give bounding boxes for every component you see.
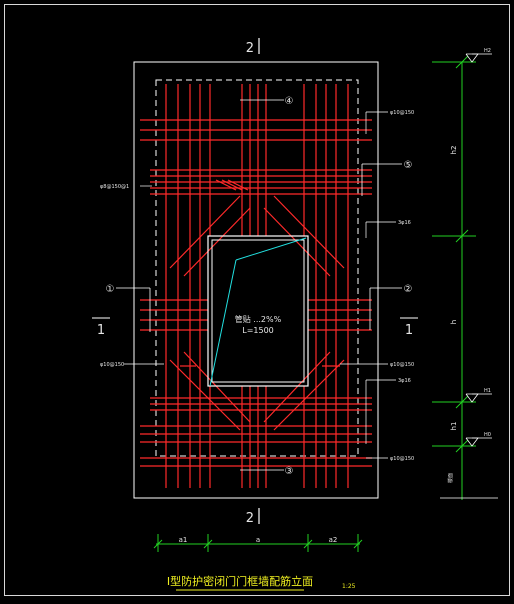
elevation-label-3: H0 <box>484 432 491 438</box>
rebar-label-left-lower: φ10@150 <box>100 362 124 368</box>
dim-horizontal-right: a2 <box>329 536 338 544</box>
drawing-scale: 1:25 <box>342 583 356 590</box>
callout-2: ② <box>404 284 413 295</box>
opening-label-1: 管贴 ...2%% <box>235 314 282 324</box>
dim-horizontal-left: a1 <box>179 536 188 544</box>
door-opening-inner <box>211 239 305 383</box>
dim-horizontal-mid: a <box>256 536 260 544</box>
elevation-label-1: H2 <box>484 48 491 54</box>
section-mark-top: 2 <box>246 41 254 56</box>
rebar-label-mid-right: 3φ16 <box>398 220 411 226</box>
horizontal-dimension-chain <box>153 534 363 552</box>
callout-4: ④ <box>285 96 294 107</box>
rebar-label-right-lower-b: 3φ16 <box>398 378 411 384</box>
dim-vertical-bottom: h1 <box>450 422 458 431</box>
rebar-label-top-right: φ10@150 <box>390 110 414 116</box>
opening-diagonals <box>209 237 307 387</box>
rebar-label-leaders <box>124 111 396 459</box>
rebar-grid <box>140 84 372 488</box>
door-opening <box>207 235 309 387</box>
wall-outline <box>133 61 379 499</box>
section-mark-right: 1 <box>405 323 413 338</box>
section-mark-bottom-group: 2 <box>246 508 260 526</box>
vertical-dimension-chain <box>432 55 476 500</box>
section-mark-left: 1 <box>97 323 105 338</box>
elevation-label-2: H1 <box>484 388 491 394</box>
callout-1: ① <box>106 284 115 295</box>
elevation-markers <box>465 53 492 447</box>
callout-3: ③ <box>285 466 294 477</box>
dim-vertical-top: h2 <box>450 146 458 155</box>
callout-5: ⑤ <box>404 160 413 171</box>
section-mark-top-group: 2 <box>246 38 260 56</box>
section-mark-right-group: 1 <box>400 317 418 338</box>
drawing-title: Ⅰ型防护密闭门门框墙配筋立面 <box>167 574 313 588</box>
opening-label-2: L=1500 <box>242 326 274 335</box>
dim-vertical-mid: h <box>450 320 458 324</box>
rebar-label-right-lower-a: φ10@150 <box>390 362 414 368</box>
callout-leaders <box>116 99 402 471</box>
section-mark-left-group: 1 <box>92 317 110 338</box>
section-mark-bottom: 2 <box>246 511 254 526</box>
wall-inner-dashed <box>155 79 359 457</box>
rebar-label-bottom-right: φ10@150 <box>390 456 414 462</box>
floor-note: 楼面 <box>447 473 454 483</box>
rebar-label-left-mid: φ8@150@1 <box>100 184 129 190</box>
